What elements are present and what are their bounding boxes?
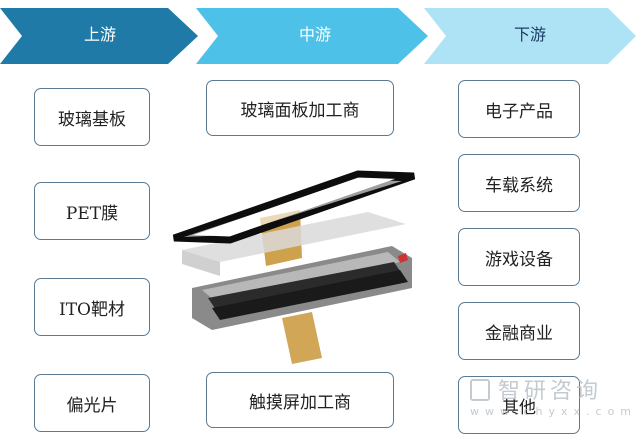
midstream-label: 中游 bbox=[298, 25, 331, 44]
midstream-arrow bbox=[196, 8, 428, 64]
downstream-item-other: 其他 bbox=[458, 376, 580, 434]
downstream-item-gaming: 游戏设备 bbox=[458, 228, 580, 286]
upstream-item-glass-substrate: 玻璃基板 bbox=[34, 88, 150, 146]
downstream-item-automotive: 车载系统 bbox=[458, 154, 580, 212]
upstream-item-pet-film: PET膜 bbox=[34, 182, 150, 240]
midstream-item-glass-panel-processor: 玻璃面板加工商 bbox=[206, 80, 394, 136]
upstream-label: 上游 bbox=[83, 25, 116, 44]
downstream-label: 下游 bbox=[513, 25, 546, 44]
cover-glass-bezel bbox=[172, 170, 416, 244]
downstream-arrow bbox=[424, 8, 636, 64]
lcd-screen bbox=[208, 262, 402, 310]
midstream-item-touchscreen-processor: 触摸屏加工商 bbox=[206, 372, 394, 428]
touch-sensor-layer bbox=[182, 212, 406, 262]
upstream-item-ito-target: ITO靶材 bbox=[34, 278, 150, 336]
touch-panel-layers-image bbox=[162, 158, 430, 368]
downstream-item-electronics: 电子产品 bbox=[458, 80, 580, 138]
downstream-item-finance: 金融商业 bbox=[458, 302, 580, 360]
upstream-arrow bbox=[0, 8, 198, 64]
upstream-item-polarizer: 偏光片 bbox=[34, 374, 150, 432]
